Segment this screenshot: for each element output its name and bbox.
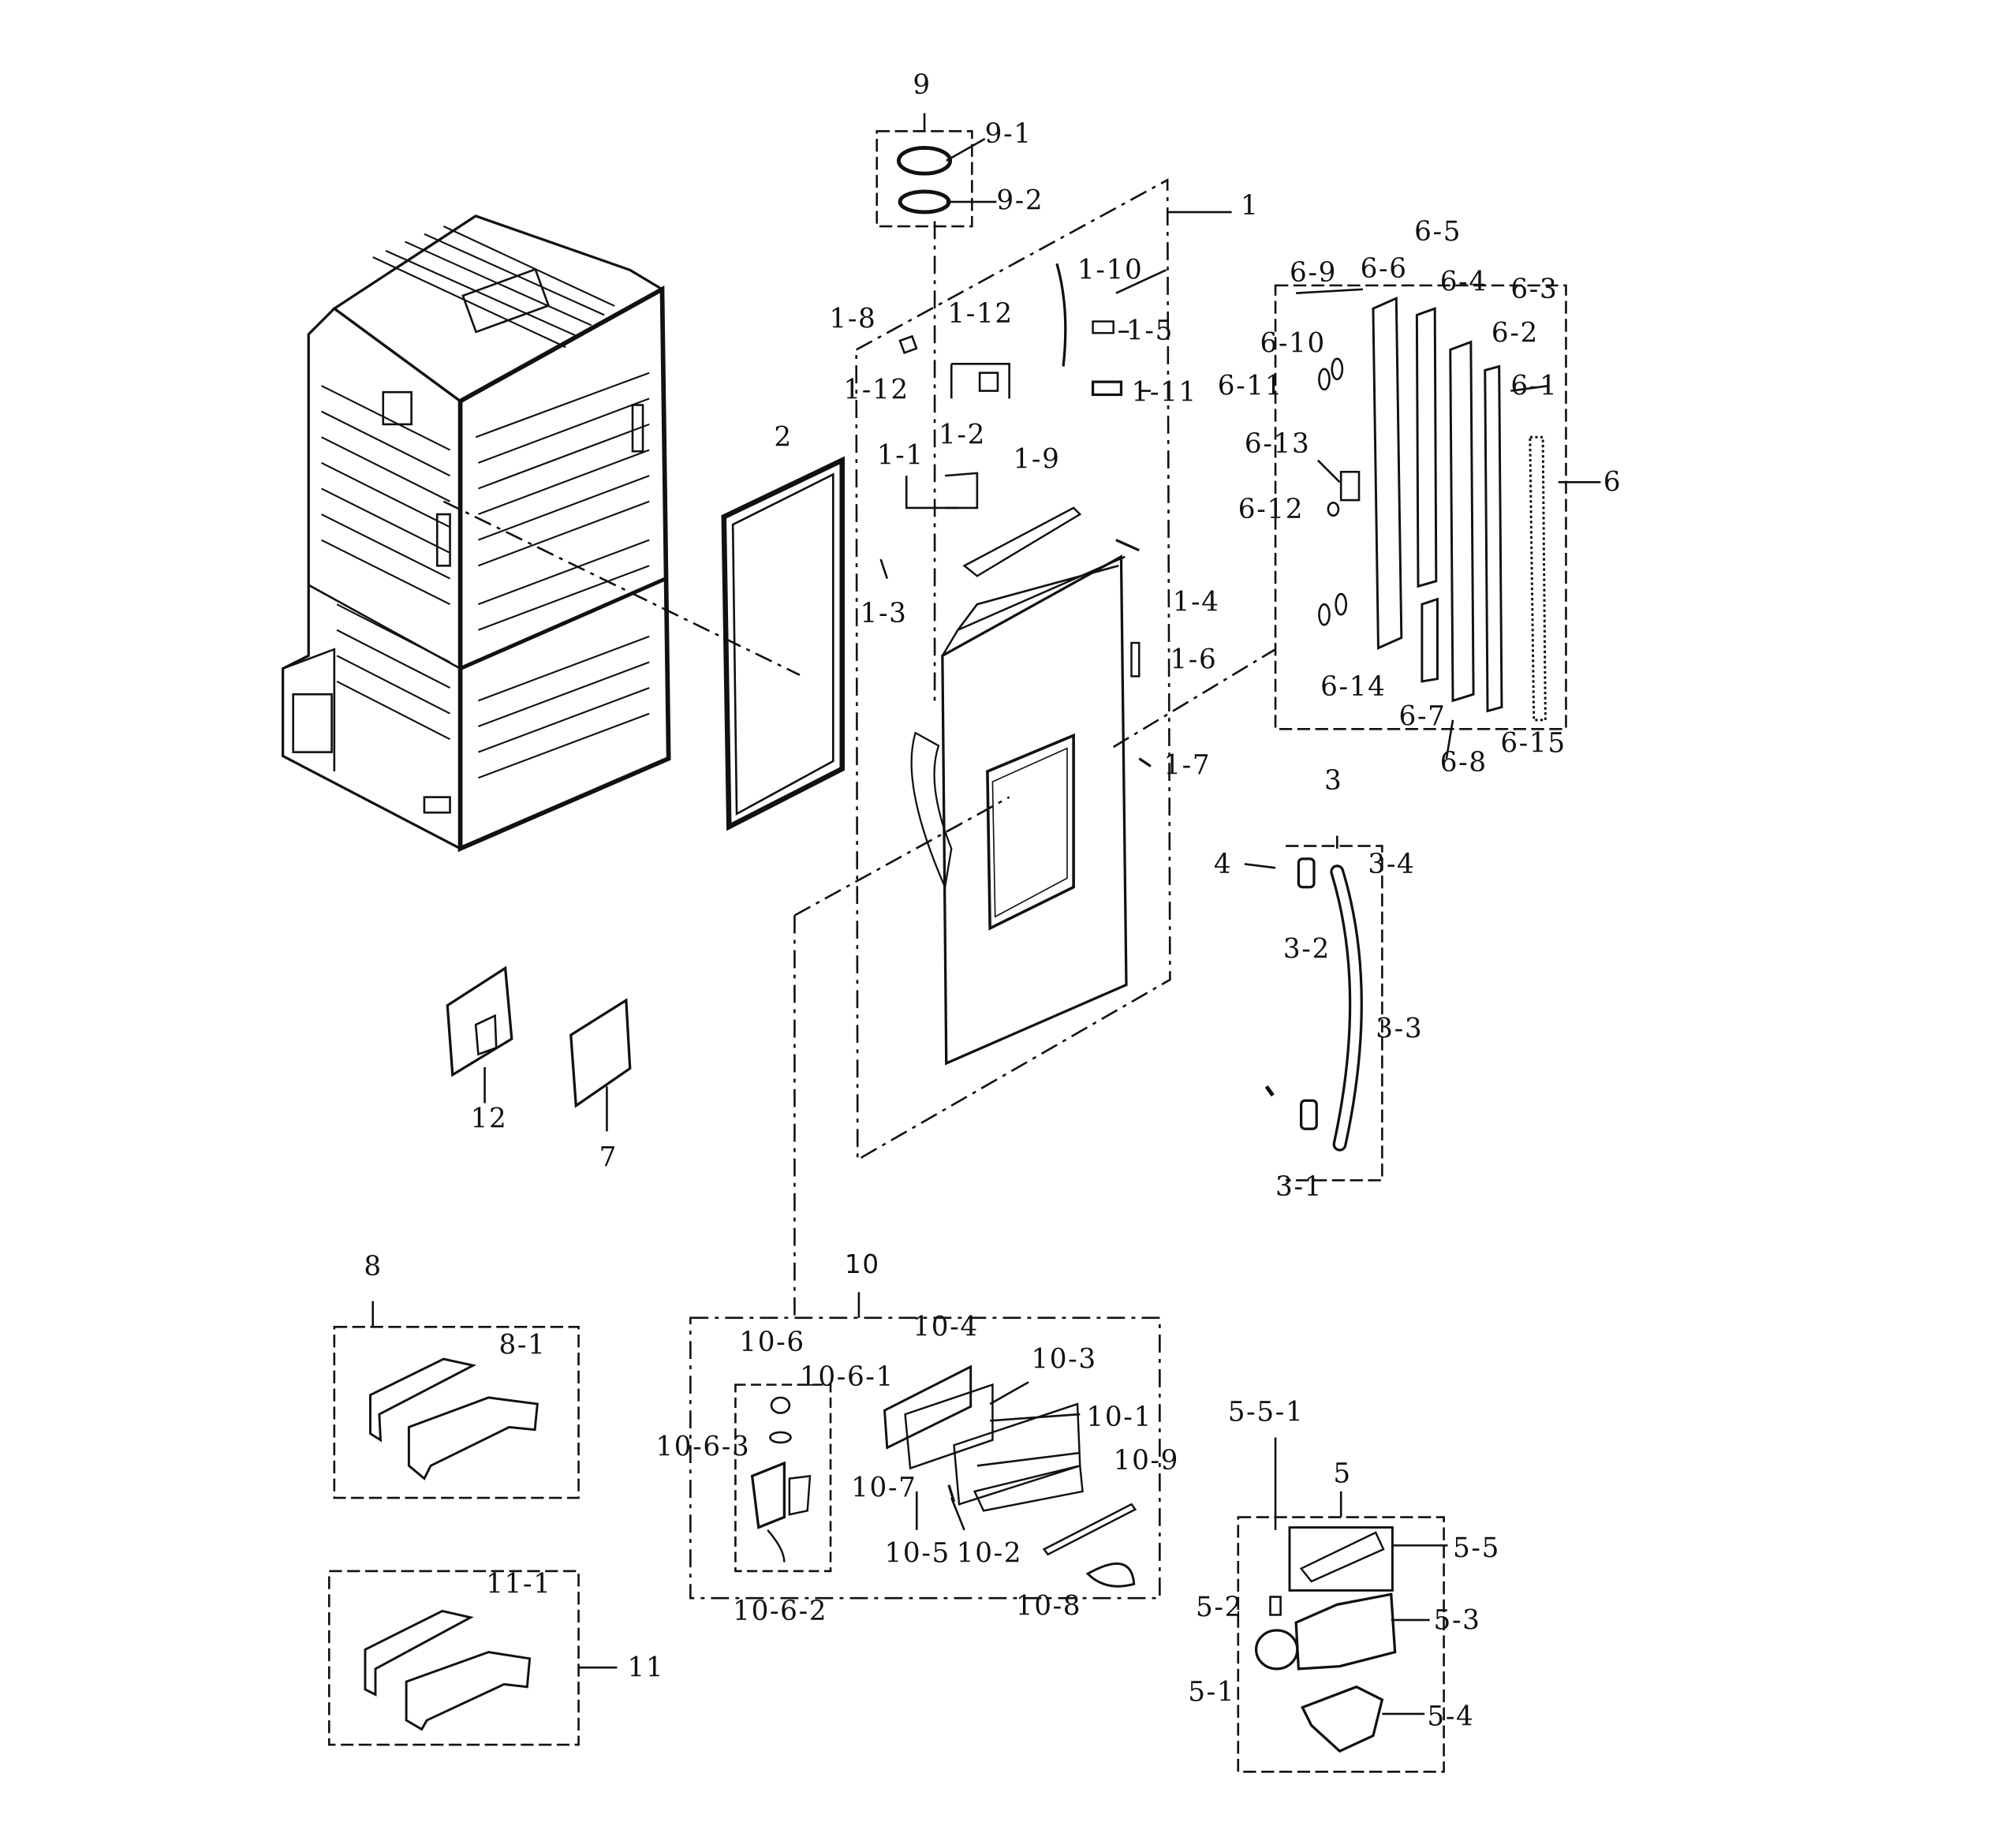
label-10-4: 10-4 [913, 1311, 979, 1342]
label-3-4: 3-4 [1368, 848, 1416, 879]
label-10-6-3: 10-6-3 [655, 1431, 751, 1462]
label-10-7: 10-7 [851, 1472, 917, 1503]
label-10: 10 [844, 1248, 880, 1279]
label-5-1: 5-1 [1188, 1676, 1236, 1708]
door-assembly-box [855, 178, 1171, 1162]
label-5-2: 5-2 [1195, 1592, 1244, 1623]
label-6-8: 6-8 [1439, 747, 1488, 778]
label-1-12-left: 1-12 [843, 374, 909, 405]
door-gasket [721, 456, 845, 831]
label-6-7: 6-7 [1398, 700, 1447, 732]
label-1-12-top: 1-12 [947, 298, 1014, 330]
label-1-6: 1-6 [1170, 644, 1218, 675]
label-11: 11 [627, 1652, 665, 1683]
label-10-8: 10-8 [1015, 1590, 1082, 1622]
label-8: 8 [364, 1251, 383, 1282]
label-1-7: 1-7 [1163, 749, 1211, 781]
label-10-3: 10-3 [1031, 1343, 1097, 1375]
label-5: 5 [1333, 1458, 1352, 1489]
label-6-15: 6-15 [1500, 727, 1566, 759]
label-1-1: 1-1 [876, 439, 924, 471]
label-10-2: 10-2 [956, 1537, 1023, 1569]
label-1-8: 1-8 [829, 303, 877, 334]
label-5-4: 5-4 [1427, 1701, 1475, 1732]
label-6-14: 6-14 [1320, 670, 1387, 703]
label-10-5: 10-5 [884, 1537, 950, 1569]
label-6-1: 6-1 [1510, 370, 1559, 401]
label-6-13: 6-13 [1244, 427, 1311, 459]
label-6: 6 [1603, 466, 1622, 498]
label-6-11: 6-11 [1217, 370, 1284, 401]
label-3-1: 3-1 [1275, 1171, 1323, 1203]
refrigerator-door [910, 554, 1141, 1066]
label-3-3: 3-3 [1376, 1013, 1424, 1044]
label-6-2: 6-2 [1491, 317, 1539, 349]
label-6-9: 6-9 [1289, 257, 1338, 289]
label-9-2: 9-2 [996, 185, 1044, 216]
label-9-1: 9-1 [984, 118, 1032, 150]
label-4: 4 [1213, 848, 1233, 879]
label-1-5: 1-5 [1126, 315, 1174, 346]
label-1-4: 1-4 [1172, 586, 1220, 618]
refrigerator-cabinet [281, 215, 671, 853]
label-8-1: 8-1 [498, 1329, 547, 1361]
label-11-1: 11-1 [486, 1568, 552, 1600]
label-2: 2 [774, 421, 793, 453]
label-10-6-2: 10-6-2 [733, 1595, 828, 1627]
label-6-3: 6-3 [1510, 274, 1559, 305]
label-6-10: 6-10 [1260, 327, 1326, 359]
label-1-2: 1-2 [938, 419, 987, 450]
label-6-6: 6-6 [1360, 253, 1408, 285]
label-3: 3 [1324, 764, 1343, 797]
label-5-5: 5-5 [1453, 1533, 1501, 1564]
label-10-6: 10-6 [739, 1327, 805, 1358]
door-trim-strips [1372, 296, 1547, 722]
label-1-3: 1-3 [860, 597, 908, 629]
label-9: 9 [913, 69, 931, 101]
label-3-2: 3-2 [1282, 933, 1331, 965]
label-6-12: 6-12 [1238, 493, 1305, 525]
label-1-11: 1-11 [1131, 376, 1197, 408]
assembly-leader [442, 500, 801, 676]
label-10-9: 10-9 [1113, 1445, 1180, 1477]
label-5-3: 5-3 [1433, 1604, 1481, 1636]
label-10-1: 10-1 [1086, 1401, 1152, 1432]
label-10-6-1: 10-6-1 [799, 1361, 894, 1393]
label-5-5-1: 5-5-1 [1227, 1396, 1305, 1428]
label-1-9: 1-9 [1013, 443, 1061, 475]
label-7: 7 [599, 1141, 618, 1173]
label-1-10: 1-10 [1077, 254, 1144, 286]
label-1: 1 [1241, 190, 1260, 222]
label-6-4: 6-4 [1439, 266, 1488, 297]
label-12: 12 [470, 1103, 508, 1134]
label-6-5: 6-5 [1414, 215, 1462, 247]
